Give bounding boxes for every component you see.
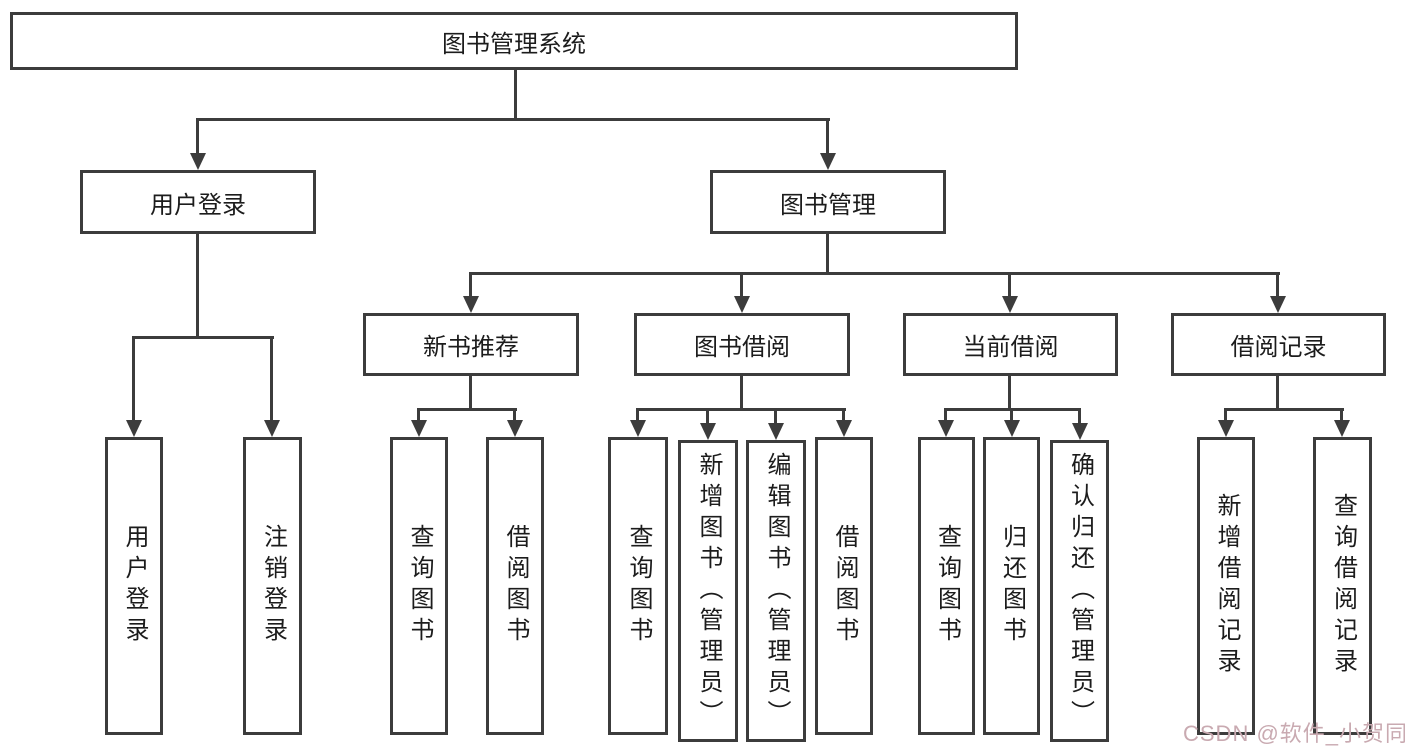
connector-user-login-hbar	[132, 336, 274, 339]
arrowhead-rec-borrow-icon	[507, 420, 523, 437]
connector-cb-query-stem	[944, 410, 947, 422]
arrowhead-user-login-icon	[190, 153, 206, 170]
arrowhead-bb-borrow-icon	[836, 420, 852, 437]
connector-book-mgmt-down	[826, 234, 829, 274]
connector-cb-confirm-stem	[1078, 410, 1081, 425]
arrowhead-user-login-leaf-icon	[126, 420, 142, 437]
node-bb-edit-book: 编辑图书（管理员）	[746, 440, 806, 742]
arrowhead-current-borrow-icon	[1002, 296, 1018, 313]
connector-bb-add-stem	[706, 410, 709, 425]
watermark: CSDN @软件_小贺同学	[1183, 721, 1405, 746]
arrowhead-rec-query-icon	[411, 420, 427, 437]
connector-book-mgmt-stem	[826, 120, 829, 154]
connector-new-book-rec-down	[469, 376, 472, 410]
node-bb-borrow-book: 借阅图书	[815, 437, 873, 735]
connector-br-add-stem	[1224, 410, 1227, 422]
node-rec-query-book: 查询图书	[390, 437, 448, 735]
node-user-login: 用户登录	[80, 170, 316, 234]
node-new-book-rec: 新书推荐	[363, 313, 579, 376]
arrowhead-cb-return-icon	[1004, 420, 1020, 437]
node-borrow-record: 借阅记录	[1171, 313, 1386, 376]
node-logout-leaf: 注销登录	[243, 437, 302, 735]
node-bb-add-book: 新增图书（管理员）	[678, 440, 738, 742]
node-current-borrow: 当前借阅	[903, 313, 1118, 376]
connector-book-borrow-hbar	[636, 408, 846, 411]
arrowhead-logout-leaf-icon	[264, 420, 280, 437]
connector-rec-borrow-stem	[513, 410, 516, 422]
node-root: 图书管理系统	[10, 12, 1018, 70]
connector-borrow-record-down	[1276, 376, 1279, 410]
arrowhead-bb-query-icon	[630, 420, 646, 437]
arrowhead-bb-edit-icon	[768, 423, 784, 440]
connector-bb-query-stem	[636, 410, 639, 422]
connector-level2-hbar	[469, 272, 1280, 275]
node-br-query-record: 查询借阅记录	[1313, 437, 1372, 735]
arrowhead-new-book-rec-icon	[463, 296, 479, 313]
connector-bb-borrow-stem	[842, 410, 845, 422]
arrowhead-book-mgmt-icon	[820, 153, 836, 170]
node-book-borrow: 图书借阅	[634, 313, 850, 376]
node-cb-return-book: 归还图书	[983, 437, 1040, 735]
node-rec-borrow-book: 借阅图书	[486, 437, 544, 735]
node-bb-query-book: 查询图书	[608, 437, 668, 735]
connector-logout-leaf-stem	[270, 338, 273, 421]
connector-user-login-leaf-stem	[132, 338, 135, 421]
arrowhead-borrow-record-icon	[1270, 296, 1286, 313]
connector-br-query-stem	[1340, 410, 1343, 422]
connector-level1-hbar	[196, 118, 830, 121]
connector-new-book-rec-hbar	[417, 408, 517, 411]
node-cb-confirm-return: 确认归还（管理员）	[1050, 440, 1109, 742]
connector-user-login-down	[196, 234, 199, 338]
connector-borrow-record-stem	[1276, 274, 1279, 298]
arrowhead-cb-query-icon	[938, 420, 954, 437]
arrowhead-cb-confirm-icon	[1072, 423, 1088, 440]
connector-current-borrow-stem	[1008, 274, 1011, 298]
connector-user-login-stem	[196, 120, 199, 154]
connector-current-borrow-hbar	[944, 408, 1081, 411]
connector-current-borrow-down	[1008, 376, 1011, 410]
connector-rec-query-stem	[417, 410, 420, 422]
node-br-add-record: 新增借阅记录	[1197, 437, 1255, 735]
connector-book-borrow-down	[740, 376, 743, 410]
node-cb-query-book: 查询图书	[918, 437, 975, 735]
arrowhead-bb-add-icon	[700, 423, 716, 440]
connector-borrow-record-hbar	[1224, 408, 1344, 411]
arrowhead-br-add-icon	[1218, 420, 1234, 437]
connector-bb-edit-stem	[774, 410, 777, 425]
connector-cb-return-stem	[1010, 410, 1013, 422]
node-user-login-leaf: 用户登录	[105, 437, 163, 735]
connector-book-borrow-stem	[740, 274, 743, 298]
connector-new-book-rec-stem	[469, 274, 472, 298]
arrowhead-book-borrow-icon	[734, 296, 750, 313]
connector-root-stem	[514, 70, 517, 120]
arrowhead-br-query-icon	[1334, 420, 1350, 437]
node-book-mgmt: 图书管理	[710, 170, 946, 234]
